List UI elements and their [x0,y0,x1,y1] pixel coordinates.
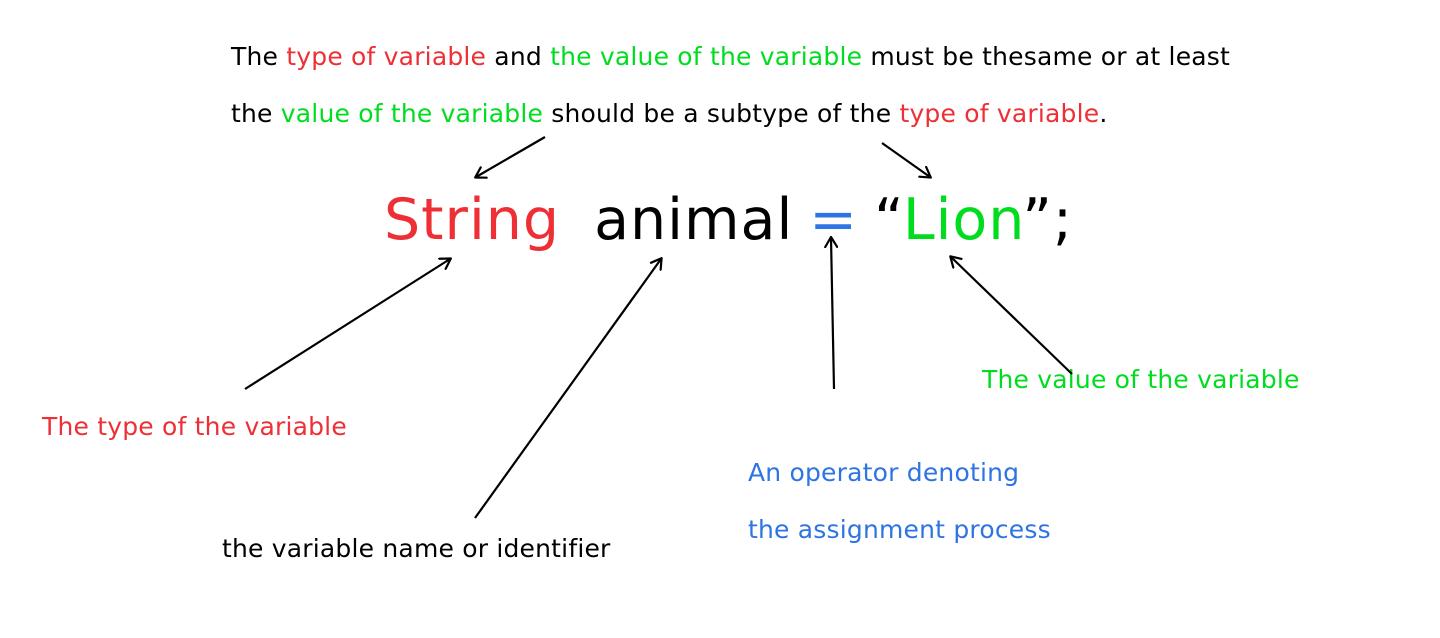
note-line-1: The type of variable and the value of th… [231,40,1230,74]
note-text-type-of-variable: type of variable [899,99,1100,128]
code-string-value: Lion [902,187,1023,253]
code-type-keyword: String [384,187,561,253]
arrow-note-to-value [881,142,930,177]
note-text-value-of-variable: the value of the variable [550,42,863,71]
note-line-2: the value of the variable should be a su… [231,97,1108,131]
code-statement: String animal=“Lion”; [384,183,1073,257]
arrow-type-label [244,259,450,390]
label-operator-line-2: the assignment process [748,515,1051,544]
code-open-quote: “ [874,187,903,253]
note-text: The [231,42,287,71]
code-assignment-operator: = [809,187,859,253]
arrow-operator-label [831,238,834,390]
note-text: the [231,99,281,128]
note-text-type-of-variable: type of variable [286,42,487,71]
note-text: should be a subtype of the [543,99,900,128]
note-text-value-of-variable: value of the variable [280,99,544,128]
arrow-note-to-type [476,136,546,177]
label-operator-line-1: An operator denoting [748,458,1020,487]
arrow-name-label [474,259,661,519]
arrow-value-label [951,257,1073,375]
note-text-period: . [1099,99,1108,128]
code-close-quote-semicolon: ”; [1022,187,1074,253]
label-type-of-variable: The type of the variable [42,412,347,441]
note-text: and [486,42,551,71]
note-text: must be thesame or at least [862,42,1231,71]
label-value-of-variable: The value of the variable [982,365,1300,394]
code-variable-name: animal [594,187,794,253]
label-variable-name: the variable name or identifier [222,534,611,563]
